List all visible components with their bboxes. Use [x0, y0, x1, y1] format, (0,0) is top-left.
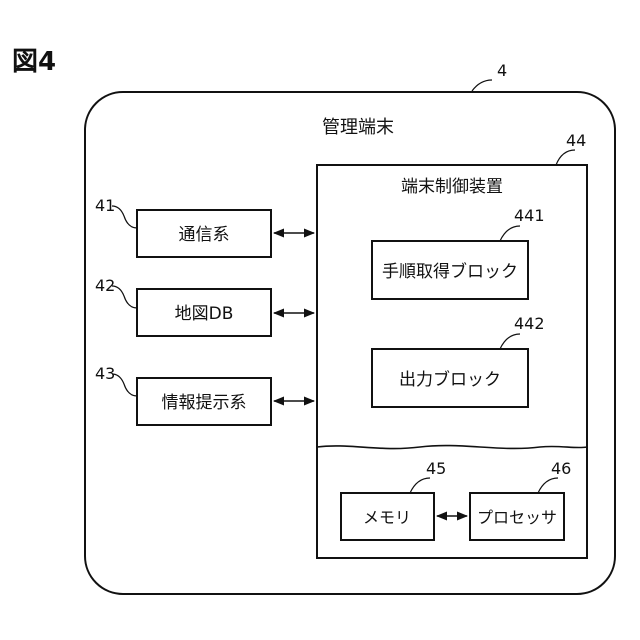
map-db-label: 地図DB	[175, 304, 234, 324]
procedure-acquisition-label: 手順取得ブロック	[382, 261, 518, 282]
management-terminal-title: 管理端末	[322, 117, 394, 138]
block-43-ref-number: 43	[95, 364, 115, 383]
controller-ref-number: 44	[566, 131, 586, 150]
block-41-ref-number: 41	[95, 196, 115, 215]
output-block-label: 出力ブロック	[399, 369, 501, 390]
figure-label: 図4	[12, 47, 56, 77]
memory-label: メモリ	[363, 508, 411, 527]
block-42-ref-number: 42	[95, 276, 115, 295]
block-441-ref-number: 441	[514, 206, 545, 225]
processor-label: プロセッサ	[477, 508, 557, 527]
memory-ref-number: 45	[426, 459, 446, 478]
block-442-ref-number: 442	[514, 314, 545, 333]
terminal-ref-leader	[472, 80, 492, 91]
terminal-controller-title: 端末制御装置	[401, 177, 503, 197]
processor-ref-number: 46	[551, 459, 571, 478]
communication-system-label: 通信系	[179, 225, 230, 245]
terminal-ref-number: 4	[497, 61, 507, 80]
info-presentation-label: 情報提示系	[162, 393, 247, 413]
